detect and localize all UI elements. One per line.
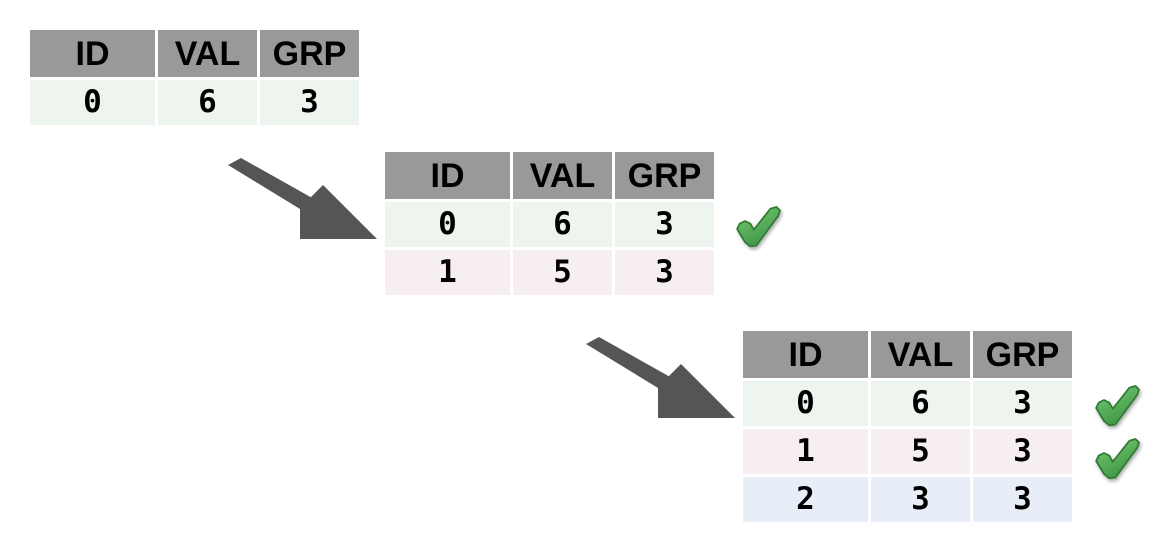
column-header-grp: GRP (615, 152, 714, 199)
cell-val: 6 (513, 202, 612, 247)
table-row: 2 3 3 (743, 477, 1072, 522)
arrow-down-right-icon (228, 158, 377, 239)
cell-val: 5 (871, 429, 970, 474)
table-step-1: ID VAL GRP 0 6 3 (27, 27, 362, 128)
cell-grp: 3 (973, 477, 1072, 522)
cell-id: 1 (385, 250, 510, 295)
cell-val: 6 (871, 381, 970, 426)
table-step-2: ID VAL GRP 0 6 3 1 5 3 (382, 149, 717, 298)
column-header-val: VAL (871, 331, 970, 378)
column-header-val: VAL (158, 30, 257, 77)
table-row: 0 6 3 (30, 80, 359, 125)
cell-grp: 3 (615, 202, 714, 247)
cell-grp: 3 (260, 80, 359, 125)
cell-id: 0 (385, 202, 510, 247)
table-header-row: ID VAL GRP (385, 152, 714, 199)
column-header-id: ID (30, 30, 155, 77)
table-step-3: ID VAL GRP 0 6 3 1 5 3 2 3 3 (740, 328, 1075, 525)
table-header-row: ID VAL GRP (743, 331, 1072, 378)
table-row: 0 6 3 (385, 202, 714, 247)
check-icon (1095, 385, 1140, 427)
cell-id: 1 (743, 429, 868, 474)
cell-val: 3 (871, 477, 970, 522)
cell-grp: 3 (973, 381, 1072, 426)
cell-val: 5 (513, 250, 612, 295)
cell-grp: 3 (615, 250, 714, 295)
table-header-row: ID VAL GRP (30, 30, 359, 77)
column-header-grp: GRP (260, 30, 359, 77)
arrow-down-right-icon (586, 337, 735, 418)
check-icon (1095, 438, 1140, 480)
cell-id: 2 (743, 477, 868, 522)
column-header-val: VAL (513, 152, 612, 199)
column-header-id: ID (743, 331, 868, 378)
cell-id: 0 (743, 381, 868, 426)
cell-id: 0 (30, 80, 155, 125)
check-icon (736, 206, 781, 248)
cell-val: 6 (158, 80, 257, 125)
column-header-id: ID (385, 152, 510, 199)
column-header-grp: GRP (973, 331, 1072, 378)
table-row: 1 5 3 (385, 250, 714, 295)
cell-grp: 3 (973, 429, 1072, 474)
table-row: 0 6 3 (743, 381, 1072, 426)
table-row: 1 5 3 (743, 429, 1072, 474)
